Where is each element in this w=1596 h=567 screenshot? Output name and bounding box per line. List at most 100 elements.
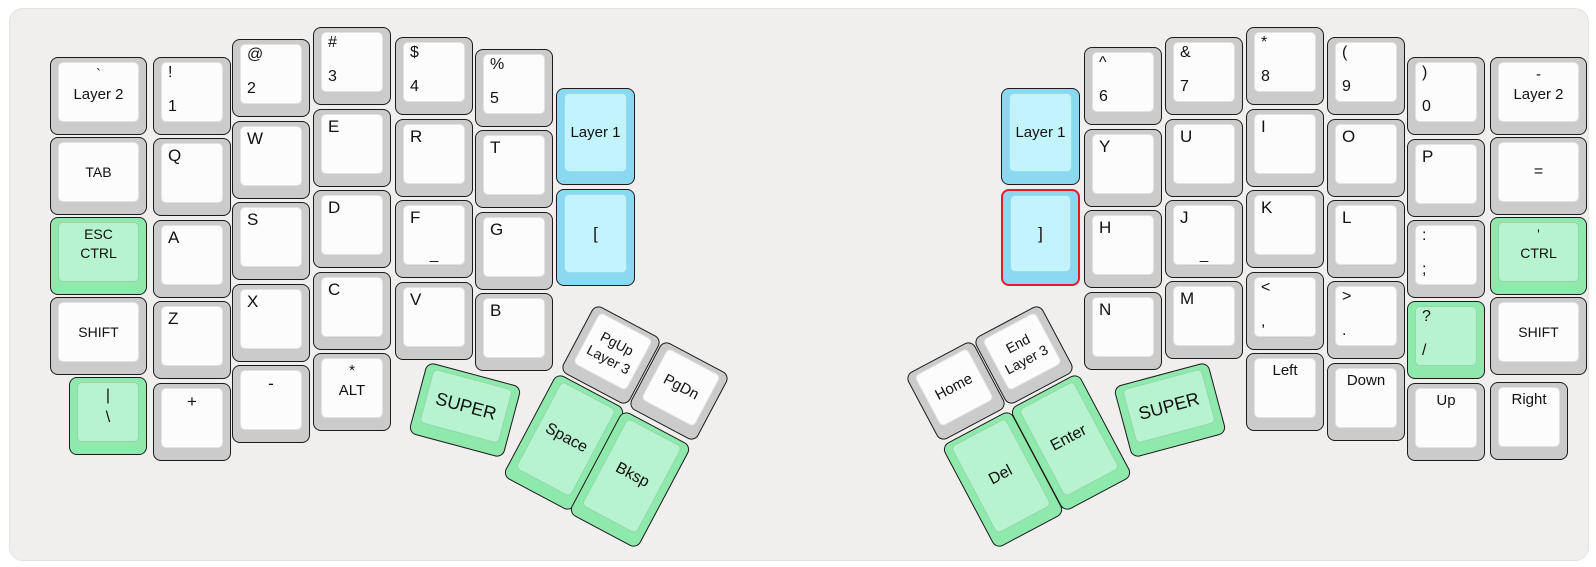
key-num4[interactable]: $4 xyxy=(395,37,473,115)
key-g[interactable]: G xyxy=(475,212,553,290)
key-legend: - xyxy=(1536,66,1541,83)
key-num1[interactable]: !1 xyxy=(153,57,231,135)
key-shift-right[interactable]: SHIFT xyxy=(1490,297,1587,375)
key-legend: L xyxy=(1342,208,1352,227)
key-legend: . xyxy=(1342,321,1347,339)
keycap-top: SUPER xyxy=(1122,368,1216,444)
key-l[interactable]: L xyxy=(1327,200,1405,278)
key-z[interactable]: Z xyxy=(153,301,231,379)
key-q[interactable]: Q xyxy=(153,138,231,216)
key-left-arrow[interactable]: Left xyxy=(1246,353,1324,431)
key-question-slash[interactable]: ?/ xyxy=(1407,301,1485,379)
key-layer1-left[interactable]: Layer 1 xyxy=(556,88,635,185)
key-num7[interactable]: &7 xyxy=(1165,37,1243,115)
key-legend: & xyxy=(1180,44,1191,61)
key-shift-left[interactable]: SHIFT xyxy=(50,297,147,375)
key-num2[interactable]: @2 xyxy=(232,39,310,117)
keycap-top: S xyxy=(240,207,302,267)
key-up-arrow[interactable]: Up xyxy=(1407,383,1485,461)
keycap-top: ^6 xyxy=(1092,52,1154,112)
key-layer1-right[interactable]: Layer 1 xyxy=(1001,88,1080,185)
key-legend: R xyxy=(410,127,423,146)
key-equals[interactable]: = xyxy=(1490,137,1587,215)
key-right-arrow[interactable]: Right xyxy=(1490,382,1568,460)
keycap-top: G xyxy=(483,217,545,277)
key-u[interactable]: U xyxy=(1165,119,1243,197)
key-legend: C xyxy=(328,280,341,299)
key-plus[interactable]: + xyxy=(153,383,231,461)
key-t[interactable]: T xyxy=(475,130,553,208)
key-w[interactable]: W xyxy=(232,121,310,199)
key-legend: 1 xyxy=(168,97,177,115)
keycap-top: SUPER xyxy=(419,368,513,444)
keycap-top: Z xyxy=(161,306,223,366)
key-comma[interactable]: <, xyxy=(1246,272,1324,350)
key-s[interactable]: S xyxy=(232,202,310,280)
key-legend: J xyxy=(1180,208,1189,227)
key-num9[interactable]: (9 xyxy=(1327,37,1405,115)
key-pipe-backslash[interactable]: |\ xyxy=(69,377,147,455)
key-i[interactable]: I xyxy=(1246,109,1324,187)
key-legend: SUPER xyxy=(1136,388,1202,424)
key-legend: A xyxy=(168,228,180,247)
key-legend: SUPER xyxy=(433,388,499,424)
key-k[interactable]: K xyxy=(1246,190,1324,268)
key-period[interactable]: >. xyxy=(1327,281,1405,359)
key-legend: CTRL xyxy=(1520,244,1557,261)
keycap-top: N xyxy=(1092,297,1154,357)
keycap-top: 'CTRL xyxy=(1498,222,1579,282)
key-legend: Left xyxy=(1272,362,1298,379)
key-e[interactable]: E xyxy=(313,109,391,187)
keycap-top: Q xyxy=(161,143,223,203)
keycap-top: ] xyxy=(1010,195,1071,272)
key-layer2-right[interactable]: -Layer 2 xyxy=(1490,57,1587,135)
key-legend: K xyxy=(1261,198,1273,217)
key-layer2-left[interactable]: `Layer 2 xyxy=(50,57,147,135)
key-tab[interactable]: TAB xyxy=(50,137,147,215)
keycap-top: F_ xyxy=(403,205,465,265)
key-num8[interactable]: *8 xyxy=(1246,27,1324,105)
key-legend: $ xyxy=(410,44,419,61)
key-legend: Z xyxy=(168,309,179,328)
key-v[interactable]: V xyxy=(395,282,473,360)
key-legend: F xyxy=(410,208,421,227)
key-c[interactable]: C xyxy=(313,272,391,350)
key-m[interactable]: M xyxy=(1165,281,1243,359)
key-legend: Bksp xyxy=(612,459,652,492)
key-r[interactable]: R xyxy=(395,119,473,197)
key-num5[interactable]: %5 xyxy=(475,49,553,127)
key-quote-ctrl[interactable]: 'CTRL xyxy=(1490,217,1587,295)
key-h[interactable]: H xyxy=(1084,210,1162,288)
key-num3[interactable]: #3 xyxy=(313,27,391,105)
key-num0[interactable]: )0 xyxy=(1407,57,1485,135)
key-x[interactable]: X xyxy=(232,284,310,362)
key-legend: 6 xyxy=(1099,87,1108,105)
key-legend: ^ xyxy=(1099,54,1107,71)
key-d[interactable]: D xyxy=(313,190,391,268)
key-y[interactable]: Y xyxy=(1084,129,1162,207)
keycap-top: [ xyxy=(564,194,627,273)
keycap-top: + xyxy=(161,388,223,448)
key-rbracket[interactable]: ] xyxy=(1001,189,1080,286)
key-b[interactable]: B xyxy=(475,293,553,371)
key-num6[interactable]: ^6 xyxy=(1084,47,1162,125)
homing-bar: _ xyxy=(429,245,439,263)
key-a[interactable]: A xyxy=(153,220,231,298)
key-down-arrow[interactable]: Down xyxy=(1327,363,1405,441)
keycap-top: !1 xyxy=(161,62,223,122)
key-n[interactable]: N xyxy=(1084,292,1162,370)
key-legend: ] xyxy=(1038,223,1043,243)
key-alt[interactable]: *ALT xyxy=(313,353,391,431)
key-j[interactable]: J_ xyxy=(1165,200,1243,278)
key-super-right[interactable]: SUPER xyxy=(1113,361,1227,459)
key-o[interactable]: O xyxy=(1327,119,1405,197)
key-minus[interactable]: - xyxy=(232,365,310,443)
key-f[interactable]: F_ xyxy=(395,200,473,278)
key-semicolon[interactable]: :; xyxy=(1407,220,1485,298)
key-legend: ; xyxy=(1422,260,1427,278)
key-p[interactable]: P xyxy=(1407,139,1485,217)
keycap-top: ?/ xyxy=(1415,306,1477,366)
key-super-left[interactable]: SUPER xyxy=(408,361,522,459)
key-lbracket[interactable]: [ xyxy=(556,189,635,286)
